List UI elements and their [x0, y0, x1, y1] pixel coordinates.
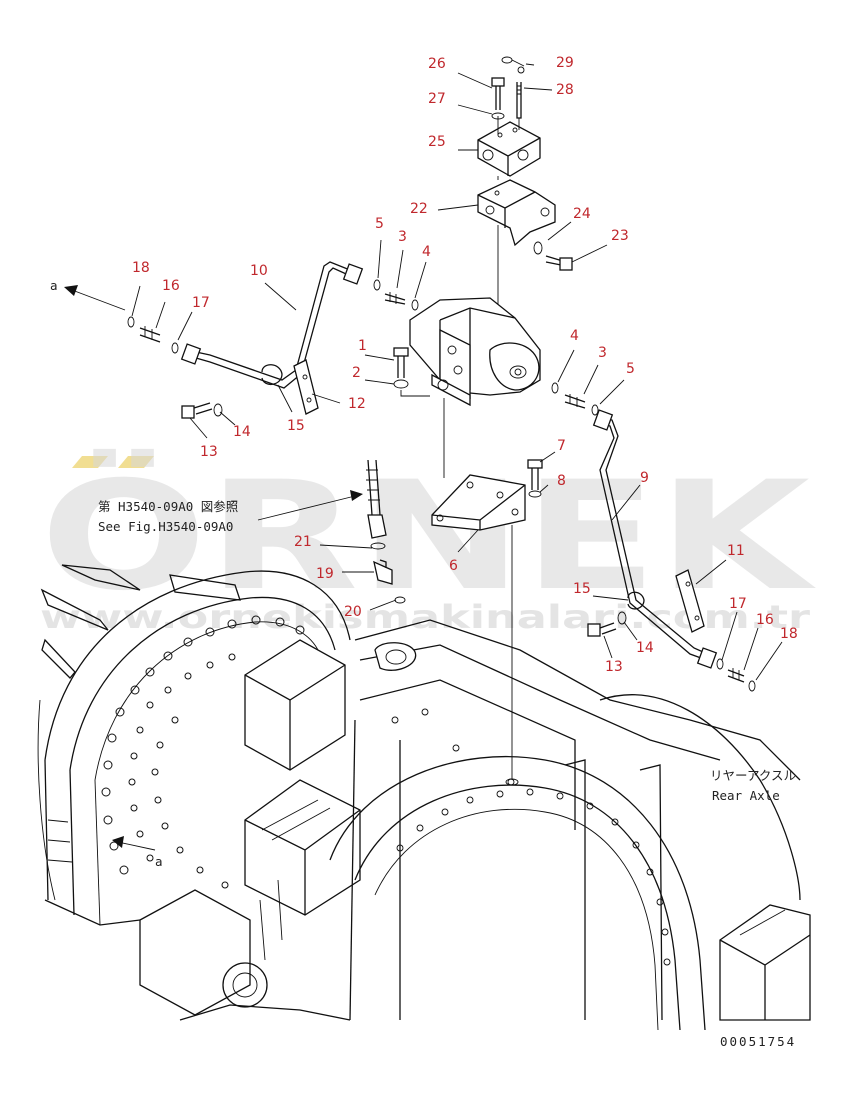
callout-18a: 18: [132, 260, 150, 276]
callout-5a: 5: [375, 216, 384, 232]
callout-16a: 16: [162, 278, 180, 294]
watermark-accent-right: [118, 456, 154, 468]
watermark-accent-left: [72, 456, 108, 468]
pipe-10-assembly: a: [50, 261, 364, 419]
breather-assembly: [257, 459, 406, 604]
callout-20: 20: [344, 604, 362, 620]
callout-10: 10: [250, 263, 268, 279]
callout-11: 11: [727, 543, 745, 559]
callout-15b: 15: [573, 581, 591, 597]
callout-25: 25: [428, 134, 446, 150]
callout-8: 8: [557, 473, 566, 489]
arrow-a-label-upper: a: [50, 278, 58, 293]
callout-13b: 13: [605, 659, 623, 675]
rear-axle-label-japanese: リヤーアクスル: [710, 768, 796, 783]
callout-6: 6: [449, 558, 458, 574]
callout-2: 2: [352, 365, 361, 381]
callout-28: 28: [556, 82, 574, 98]
callout-29: 29: [556, 55, 574, 71]
callout-17a: 17: [192, 295, 210, 311]
callout-14a: 14: [233, 424, 251, 440]
rear-axle-housing: a: [37, 564, 811, 1031]
leader-lines: [131, 63, 783, 681]
reference-note-japanese: 第 H3540-09A0 図参照: [98, 499, 238, 514]
callout-5b: 5: [626, 361, 635, 377]
callout-4a: 4: [422, 244, 431, 260]
callout-16b: 16: [756, 612, 774, 628]
callout-7: 7: [557, 438, 566, 454]
arrow-a-label-lower: a: [155, 854, 163, 869]
callout-3a: 3: [398, 229, 407, 245]
watermark: ÖRNEK www.ornekismakinalari.com.tr: [40, 448, 816, 636]
callout-9: 9: [640, 470, 649, 486]
callout-numbers: 1 2 3 3 4 4 5 5 6 7 8 9 10 11 12 13 13 1…: [132, 55, 798, 675]
reference-notes: 第 H3540-09A0 図参照 See Fig.H3540-09A0 リヤーア…: [98, 499, 796, 1049]
callout-15a: 15: [287, 418, 305, 434]
callout-27: 27: [428, 91, 446, 107]
callout-14b: 14: [636, 640, 654, 656]
callout-4b: 4: [570, 328, 579, 344]
callout-19: 19: [316, 566, 334, 582]
callout-3b: 3: [598, 345, 607, 361]
rear-axle-label-english: Rear Axle: [712, 788, 780, 803]
callout-22: 22: [410, 201, 428, 217]
callout-21: 21: [294, 534, 312, 550]
valve-assembly: [373, 56, 599, 786]
callout-18b: 18: [780, 626, 798, 642]
callout-17b: 17: [729, 596, 747, 612]
callout-12: 12: [348, 396, 366, 412]
callout-13a: 13: [200, 444, 218, 460]
watermark-url: www.ornekismakinalari.com.tr: [40, 598, 810, 636]
drawing-number: 00051754: [720, 1034, 796, 1049]
callout-23: 23: [611, 228, 629, 244]
pipe-9-assembly: [587, 409, 756, 692]
callout-26: 26: [428, 56, 446, 72]
callout-1: 1: [358, 338, 367, 354]
callout-24: 24: [573, 206, 591, 222]
reference-note-english: See Fig.H3540-09A0: [98, 519, 233, 534]
